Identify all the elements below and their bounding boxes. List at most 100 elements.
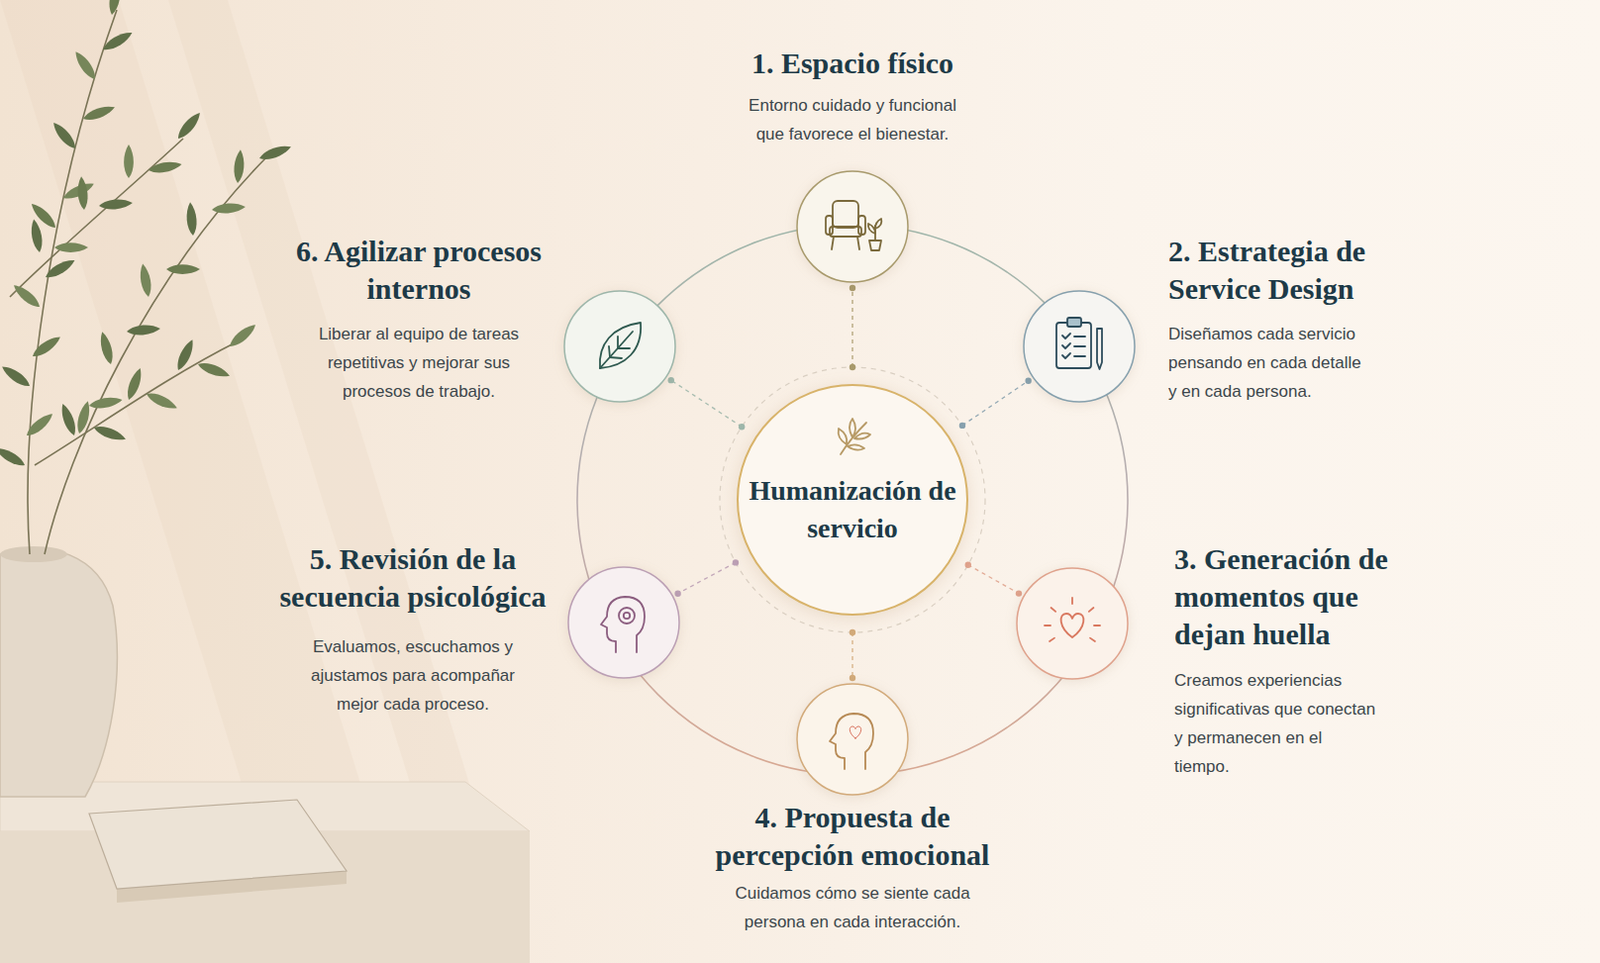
heart <box>849 726 861 739</box>
leaf <box>88 395 123 411</box>
connector-line <box>968 565 1019 595</box>
circle-outline <box>566 565 682 681</box>
leaf <box>123 144 134 179</box>
hub-title: Humanización de servicio <box>748 472 957 548</box>
leaf-outline <box>600 322 641 369</box>
step-description: Evaluamos, escuchamos y ajustamos para a… <box>300 632 526 719</box>
step-heading: 4. Propuesta de percepción emocional <box>689 799 1016 875</box>
leaf <box>0 444 27 470</box>
step-circle: 3. Generación de momentos que dejan huel… <box>1014 566 1130 682</box>
circle-shape <box>737 385 968 615</box>
circle-shape <box>568 567 680 679</box>
chair-icon <box>825 200 882 251</box>
stem <box>9 138 184 298</box>
heart-ray <box>1094 624 1100 627</box>
dashed-connector <box>849 629 856 682</box>
leaf <box>23 409 56 439</box>
leaf <box>58 401 80 437</box>
list-line <box>1074 345 1086 348</box>
connector-line <box>962 381 1029 426</box>
leaf <box>185 201 199 237</box>
leaf-vein <box>616 336 619 349</box>
vase-mouth <box>0 546 68 563</box>
check-mark <box>1062 343 1071 349</box>
circle-shape <box>564 291 676 402</box>
sprig-icon <box>838 418 871 455</box>
heart-ray <box>1089 607 1095 612</box>
step-circle: 4. Propuesta de percepción emocionalCuid… <box>795 682 910 798</box>
chair-leg <box>857 236 860 250</box>
leaf <box>106 0 123 16</box>
leaf-vein <box>617 347 630 350</box>
spiral-ring <box>618 607 635 624</box>
sprig-leaf <box>849 418 856 438</box>
step-heading: 2. Estrategia de Service Design <box>1168 232 1416 308</box>
plant-stems <box>9 9 268 555</box>
leaf <box>232 149 246 185</box>
leaf-vein <box>608 346 610 358</box>
step-circle: 1. Espacio físicoEntorno cuidado y funci… <box>795 169 910 285</box>
step-description: Cuidamos cómo se siente cada persona en … <box>718 879 987 937</box>
stem <box>44 156 268 555</box>
leaf <box>137 263 154 299</box>
connector-line <box>678 562 736 594</box>
leaf <box>166 264 200 275</box>
spiral-core <box>623 612 630 619</box>
circle-outline <box>795 682 910 798</box>
connector-dot <box>1024 378 1031 385</box>
chair-seat <box>829 226 862 237</box>
step-heading: 5. Revisión de la secuencia psicológica <box>264 540 562 616</box>
leaf-vein <box>609 357 622 359</box>
connector-dot <box>732 559 739 566</box>
pen <box>1097 328 1102 370</box>
chair-leg <box>831 236 834 250</box>
headHeart-icon <box>829 713 874 770</box>
clipboard-icon <box>1056 317 1102 370</box>
leaf <box>81 102 116 124</box>
headSpiral-icon <box>600 597 645 653</box>
circle-shape <box>797 171 908 283</box>
sprig-icon <box>838 418 871 455</box>
leaf <box>196 359 231 381</box>
hub-halo <box>719 367 986 633</box>
circle-shape <box>1016 568 1128 680</box>
chair-arm <box>825 215 833 235</box>
leaf <box>257 142 293 164</box>
step-circle: 5. Revisión de la secuencia psicológicaE… <box>566 565 682 681</box>
book-cover <box>89 800 347 890</box>
plant-leaf <box>868 223 876 234</box>
leaf <box>147 159 183 176</box>
leaf <box>126 323 162 337</box>
leaf <box>54 242 89 253</box>
head-profile <box>829 713 874 770</box>
step-description: Entorno cuidado y funcional que favorece… <box>738 91 967 149</box>
leaf <box>49 119 79 152</box>
step-heading: 3. Generación de momentos que dejan huel… <box>1174 540 1422 654</box>
leaf <box>43 256 78 282</box>
hub-circle: Humanización de servicio <box>735 383 970 617</box>
heart <box>1061 613 1085 638</box>
circle-outline <box>1014 566 1130 682</box>
step-description: Liberar al equipo de tareas repetitivas … <box>312 319 526 406</box>
heart-ray <box>1090 638 1096 642</box>
head-profile <box>600 597 645 653</box>
chair-back <box>832 200 859 228</box>
connector-dot <box>849 285 856 292</box>
clipboard-board <box>1056 322 1092 369</box>
plant-leaves <box>0 0 294 470</box>
circle-outline <box>1021 289 1137 404</box>
leaf <box>144 390 180 413</box>
connector-dot <box>849 675 856 682</box>
step-heading: 6. Agilizar procesos internos <box>270 232 568 308</box>
connector-dot <box>738 423 745 430</box>
dashed-connector <box>965 562 1023 598</box>
leaf <box>74 400 93 435</box>
sprig-leaf <box>847 444 865 450</box>
plant-leaf <box>875 218 882 229</box>
sprig-leaf <box>838 428 848 445</box>
vase <box>0 548 117 798</box>
heart-ray <box>1049 638 1055 642</box>
leaf-icon <box>600 322 641 369</box>
leaf <box>174 337 198 373</box>
